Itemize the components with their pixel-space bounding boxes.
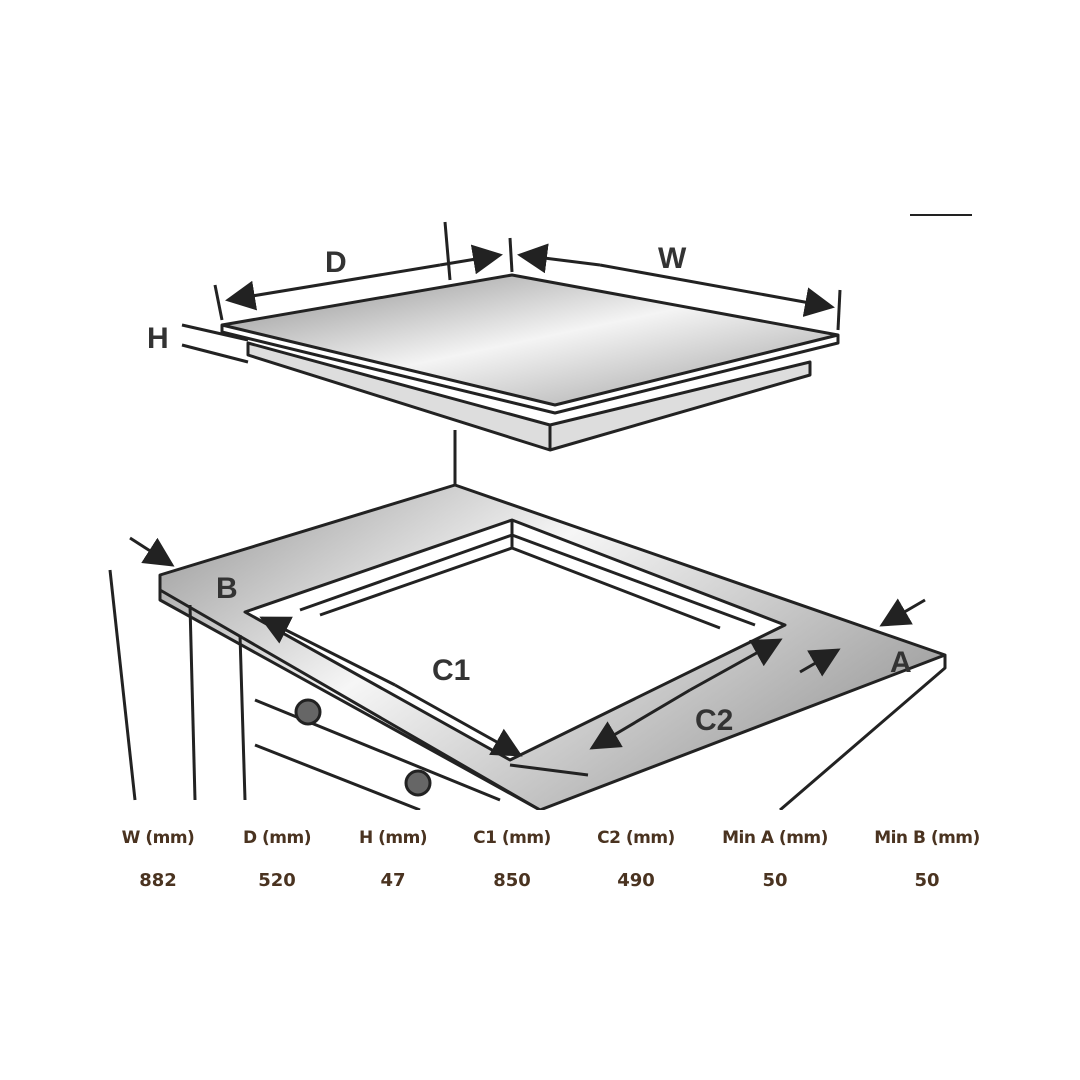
label-h: H bbox=[147, 322, 169, 355]
spec-c1: C1 (mm) 850 bbox=[437, 828, 587, 891]
spec-h: H (mm) 47 bbox=[318, 828, 468, 891]
spec-value: 850 bbox=[493, 870, 531, 891]
spec-value: 490 bbox=[617, 870, 655, 891]
label-c1: C1 bbox=[432, 654, 470, 687]
spec-value: 47 bbox=[380, 870, 406, 891]
spec-min-a: Min A (mm) 50 bbox=[700, 828, 850, 891]
spec-header: W (mm) bbox=[121, 828, 195, 848]
label-a: A bbox=[890, 646, 912, 679]
spec-value: 520 bbox=[258, 870, 296, 891]
spec-w: W (mm) 882 bbox=[83, 828, 233, 891]
cabinet bbox=[108, 569, 501, 810]
oven-knob-icon bbox=[294, 698, 322, 726]
oven-knob-icon bbox=[404, 769, 432, 797]
label-c2: C2 bbox=[695, 704, 733, 737]
spec-min-b: Min B (mm) 50 bbox=[852, 828, 1002, 891]
spec-value: 882 bbox=[139, 870, 177, 891]
spec-c2: C2 (mm) 490 bbox=[561, 828, 711, 891]
spec-header: D (mm) bbox=[243, 828, 312, 848]
spec-value: 50 bbox=[914, 870, 940, 891]
spec-header: H (mm) bbox=[358, 828, 428, 848]
label-w: W bbox=[658, 242, 687, 275]
label-b: B bbox=[216, 572, 238, 605]
spec-header: Min A (mm) bbox=[722, 828, 828, 848]
hob-installation-diagram: D W H B C1 C2 A bbox=[108, 214, 972, 810]
hob bbox=[220, 273, 840, 452]
spec-header: C2 (mm) bbox=[597, 828, 675, 848]
spec-value: 50 bbox=[762, 870, 788, 891]
spec-header: Min B (mm) bbox=[874, 828, 980, 848]
spec-header: C1 (mm) bbox=[473, 828, 551, 848]
dimension-lines bbox=[181, 214, 972, 485]
countertop bbox=[158, 483, 947, 810]
spec-d: D (mm) 520 bbox=[202, 828, 352, 891]
cutout-dimension-arrows bbox=[129, 536, 926, 777]
label-d: D bbox=[325, 246, 347, 279]
